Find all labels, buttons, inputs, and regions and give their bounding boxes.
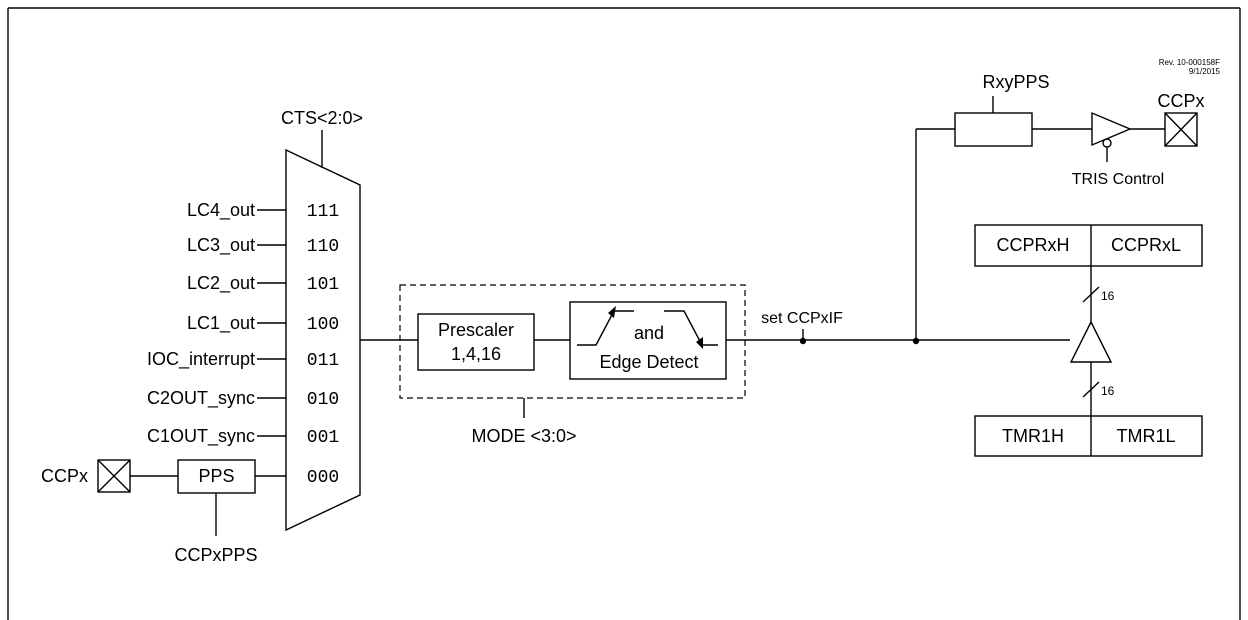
output-pps-label: RxyPPS [982, 72, 1049, 92]
tmr1l-label: TMR1L [1116, 426, 1175, 446]
prescaler-values: 1,4,16 [451, 344, 501, 364]
mux-input-code: 110 [307, 237, 339, 257]
mux-input-label: C1OUT_sync [147, 426, 255, 447]
mux-input-code: 000 [307, 468, 339, 488]
mux-input-lc4: LC4_out 111 [187, 200, 339, 222]
mux-input-label: LC3_out [187, 235, 255, 256]
capture-buffer-icon [1069, 320, 1113, 363]
mux-input-code: 011 [307, 351, 339, 371]
output-buffer-icon [1091, 111, 1132, 147]
mux-input-code: 111 [307, 202, 339, 222]
prescaler-label: Prescaler [438, 320, 514, 340]
ccpr-register: CCPRxH CCPRxL [974, 224, 1203, 267]
bus-width-bottom: 16 [1101, 384, 1115, 398]
capture-signal-line: set CCPxIF [745, 128, 1070, 345]
input-pps-label: PPS [198, 466, 234, 486]
output-pin-label: CCPx [1157, 91, 1204, 111]
edge-detect-label: Edge Detect [599, 352, 698, 372]
mux-input-code: 010 [307, 390, 339, 410]
mode-block: Prescaler 1,4,16 and Edge Detect MODE <3… [399, 284, 746, 446]
pps-select-label: CCPxPPS [174, 545, 257, 565]
mux-input-label: C2OUT_sync [147, 388, 255, 409]
input-multiplexer: CTS<2:0> [281, 108, 400, 532]
mux-input-pps: 000 [255, 468, 339, 488]
mux-input-code: 001 [307, 428, 339, 448]
mux-input-ioc: IOC_interrupt 011 [147, 349, 339, 371]
mode-select-label: MODE <3:0> [471, 426, 576, 446]
mux-input-lc1: LC1_out 100 [187, 313, 339, 335]
tmr1h-label: TMR1H [1002, 426, 1064, 446]
mux-input-label: IOC_interrupt [147, 349, 255, 370]
falling-edge-icon [664, 310, 718, 349]
mux-input-code: 100 [307, 315, 339, 335]
input-pin-label: CCPx [41, 466, 88, 486]
tris-enable-bubble [1102, 138, 1112, 148]
output-pps-block [954, 112, 1033, 147]
mux-input-lc2: LC2_out 101 [187, 273, 339, 295]
mux-input-code: 101 [307, 275, 339, 295]
tris-control-label: TRIS Control [1072, 171, 1164, 188]
mux-input-lc3: LC3_out 110 [187, 235, 339, 257]
input-pin-ccpx: CCPx [41, 459, 178, 493]
mux-input-c2out: C2OUT_sync 010 [147, 388, 339, 410]
rising-edge-icon [577, 306, 634, 346]
mux-input-label: LC1_out [187, 313, 255, 334]
diagram-frame [7, 7, 1241, 620]
edge-and-label: and [634, 323, 664, 343]
mux-input-label: LC4_out [187, 200, 255, 221]
prescaler-block [417, 313, 535, 371]
mux-select-label: CTS<2:0> [281, 108, 363, 128]
input-pps-block: PPS CCPxPPS [174, 459, 258, 565]
ccprxl-label: CCPRxL [1111, 235, 1181, 255]
output-path: RxyPPS TRIS Control CCPx [954, 72, 1205, 188]
bus-slash-icon [1082, 286, 1100, 303]
interrupt-flag-label: set CCPxIF [761, 310, 843, 327]
mux-input-label: LC2_out [187, 273, 255, 294]
capture-gate: 16 16 [1069, 266, 1115, 416]
bus-width-top: 16 [1101, 289, 1115, 303]
ccprxh-label: CCPRxH [996, 235, 1069, 255]
mux-input-c1out: C1OUT_sync 001 [147, 426, 339, 448]
bus-slash-icon [1082, 381, 1100, 398]
tmr1-register: TMR1H TMR1L [974, 415, 1203, 457]
revision-number: Rev. 10-000158F [1159, 58, 1220, 67]
revision-date: 9/1/2015 [1189, 67, 1221, 76]
